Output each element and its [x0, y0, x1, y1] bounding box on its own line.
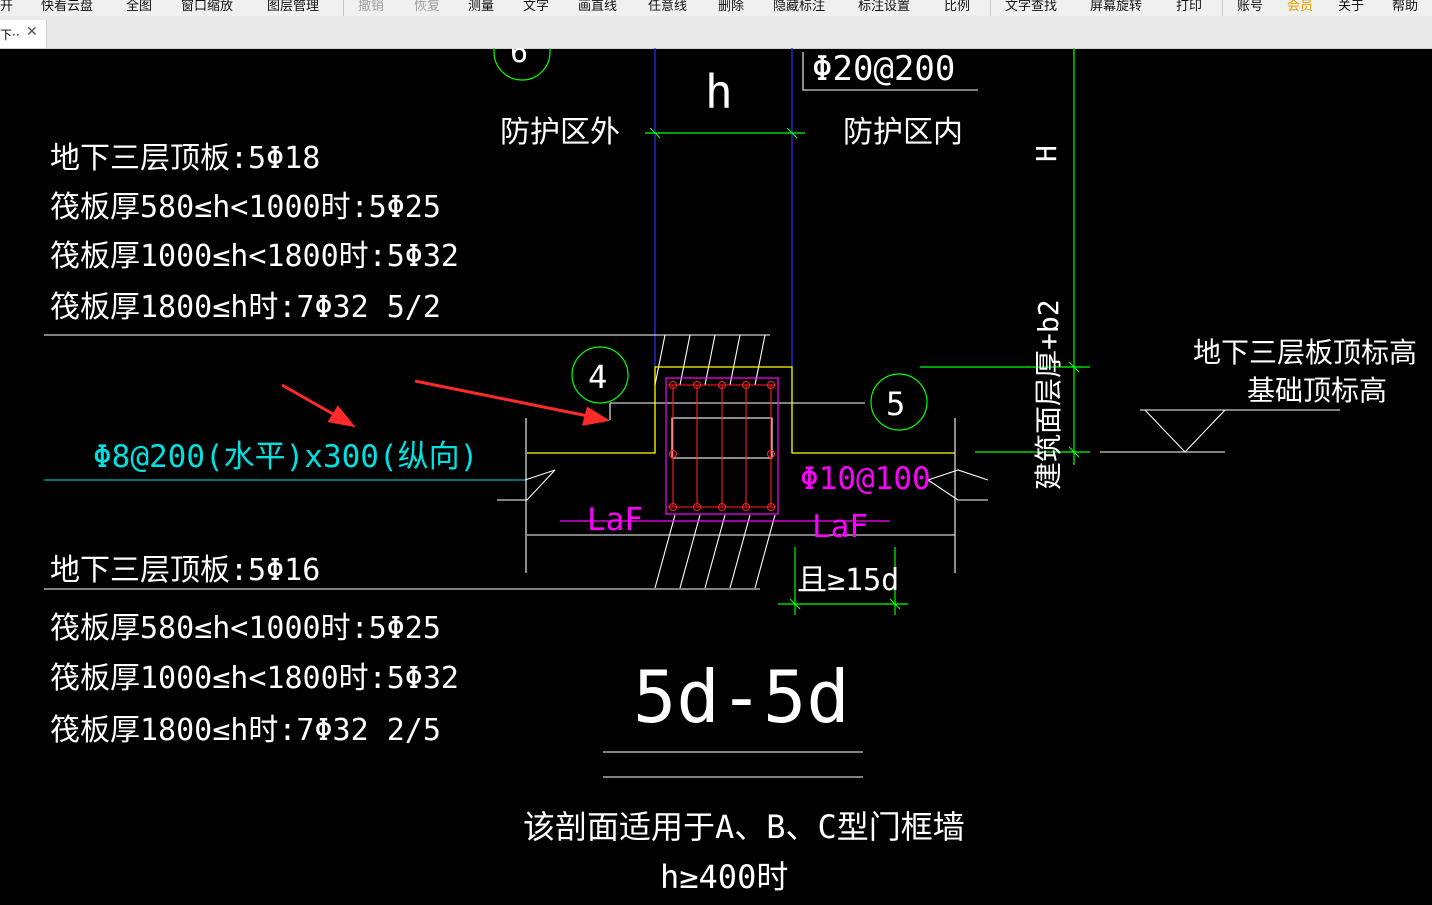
document-tab-bar: 下·· ✕	[0, 16, 1432, 49]
anchor-min-label: 且≥15d	[797, 563, 899, 598]
close-icon[interactable]: ✕	[26, 24, 38, 40]
marker-top-label: 6	[510, 48, 528, 70]
menu-annotation-settings[interactable]: 标注设置	[858, 0, 911, 14]
document-tab-label: 下··	[0, 28, 20, 42]
menu-open[interactable]: 开	[0, 0, 14, 14]
laf-right-label: LaF	[812, 509, 868, 545]
menu-member[interactable]: 会员	[1287, 0, 1314, 14]
menu-separator	[990, 0, 991, 16]
menu-about[interactable]: 关于	[1338, 0, 1365, 14]
zone-outside-label: 防护区外	[500, 115, 620, 150]
menu-cloud-disk[interactable]: 快看云盘	[41, 0, 94, 14]
menu-bar: 开 快看云盘 全图 窗口缩放 图层管理 撤销 恢复 测量 文字 画直线 任意线 …	[0, 0, 1432, 16]
bottom-note-1: 地下三层顶板:5Φ16	[50, 553, 320, 588]
wall-lines	[654, 48, 793, 368]
top-note-2: 筏板厚580≤h<1000时:5Φ25	[50, 190, 441, 225]
dim-h-label: h	[705, 65, 733, 119]
drawing-canvas[interactable]: 6 h Φ20@200 防护区外 防护区内 H 地下三层顶板:5Φ18 筏板厚5…	[0, 48, 1432, 905]
menu-separator	[1222, 0, 1223, 16]
menu-window-zoom[interactable]: 窗口缩放	[181, 0, 234, 14]
elevation-label-2: 基础顶标高	[1247, 374, 1387, 407]
applies-to-note: 该剖面适用于A、B、C型门框墙	[523, 808, 965, 846]
menu-scale[interactable]: 比例	[944, 0, 971, 14]
dimension-lines	[493, 48, 1090, 615]
top-rebar-label: Φ20@200	[812, 49, 955, 89]
menu-layer-manager[interactable]: 图层管理	[267, 0, 320, 14]
vertical-dim-label: 建筑面层厚+b2	[1032, 299, 1065, 490]
marker-4-label: 4	[588, 358, 607, 396]
menu-measure[interactable]: 测量	[468, 0, 495, 14]
slab-outline	[44, 52, 1340, 778]
document-tab[interactable]: 下·· ✕	[0, 20, 47, 48]
menu-help[interactable]: 帮助	[1392, 0, 1419, 14]
bottom-note-4: 筏板厚1800≤h时:7Φ32 2/5	[50, 713, 441, 748]
top-note-1: 地下三层顶板:5Φ18	[50, 141, 320, 176]
concrete-outline	[527, 366, 955, 454]
menu-account[interactable]: 账号	[1237, 0, 1264, 14]
menu-redo[interactable]: 恢复	[414, 0, 441, 14]
menu-delete[interactable]: 删除	[718, 0, 745, 14]
top-note-3: 筏板厚1000≤h<1800时:5Φ32	[50, 239, 459, 274]
menu-text-search[interactable]: 文字查找	[1005, 0, 1058, 14]
top-note-4: 筏板厚1800≤h时:7Φ32 5/2	[50, 290, 441, 325]
menu-freeform-line[interactable]: 任意线	[648, 0, 688, 14]
menu-text[interactable]: 文字	[523, 0, 550, 14]
section-title: 5d-5d	[633, 655, 850, 739]
menu-screen-rotate[interactable]: 屏幕旋转	[1090, 0, 1143, 14]
distribution-bar-label: Φ8@200(水平)x300(纵向)	[93, 439, 478, 475]
menu-print[interactable]: 打印	[1176, 0, 1203, 14]
condition-note: h≥400时	[660, 858, 788, 896]
menu-undo[interactable]: 撤销	[358, 0, 385, 14]
dim-H-label: H	[1030, 145, 1063, 162]
stirrup	[560, 377, 890, 522]
zone-inside-label: 防护区内	[843, 115, 963, 150]
annotation-arrows	[281, 379, 611, 428]
menu-full-view[interactable]: 全图	[126, 0, 153, 14]
longitudinal-bars	[668, 380, 776, 512]
marker-5-label: 5	[886, 385, 905, 423]
bottom-note-2: 筏板厚580≤h<1000时:5Φ25	[50, 611, 441, 646]
menu-hide-annotations[interactable]: 隐藏标注	[773, 0, 826, 14]
stirrup-label: Φ10@100	[800, 461, 931, 497]
elevation-label-1: 地下三层板顶标高	[1193, 336, 1417, 369]
laf-left-label: LaF	[587, 502, 643, 538]
menu-draw-line[interactable]: 画直线	[578, 0, 618, 14]
bottom-note-3: 筏板厚1000≤h<1800时:5Φ32	[50, 661, 459, 696]
menu-separator	[343, 0, 344, 16]
